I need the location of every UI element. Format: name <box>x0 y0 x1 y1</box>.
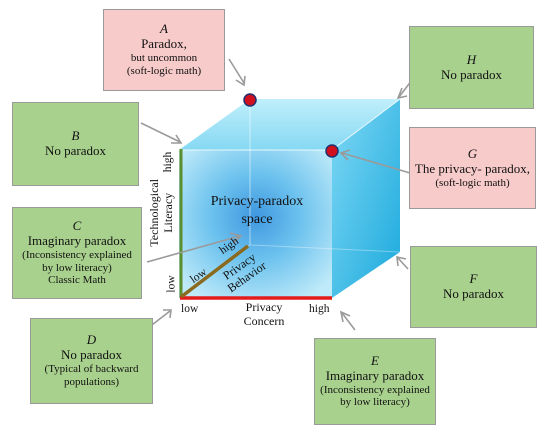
box-c: C Imaginary paradox (Inconsistency expla… <box>12 207 142 299</box>
literacy-low-label: low <box>165 275 178 293</box>
privacy-concern-label: Privacy Concern <box>243 300 285 328</box>
box-d: D No paradox (Typical of backward popula… <box>30 318 153 404</box>
cube-top-face <box>179 99 400 150</box>
marker-g <box>325 144 339 158</box>
box-e: E Imaginary paradox (Inconsistency expla… <box>314 338 436 425</box>
box-f: F No paradox <box>410 246 537 328</box>
concern-high-label: high <box>309 303 330 315</box>
center-label: Privacy-paradox space <box>210 194 304 228</box>
box-h: H No paradox <box>409 26 534 109</box>
box-a: A Paradox, but uncommon (soft-logic math… <box>103 9 225 91</box>
box-g: G The privacy- paradox, (soft-logic math… <box>409 127 536 209</box>
box-b: B No paradox <box>12 102 139 186</box>
privacy-behavior-axis <box>179 244 250 299</box>
marker-a <box>243 93 257 107</box>
literacy-high-label: high <box>162 151 175 173</box>
cube-front-face <box>179 150 332 298</box>
cube-right-face <box>332 99 400 298</box>
technological-literacy-label: Technological Literacy <box>147 178 175 247</box>
concern-low-label: low <box>181 303 199 315</box>
